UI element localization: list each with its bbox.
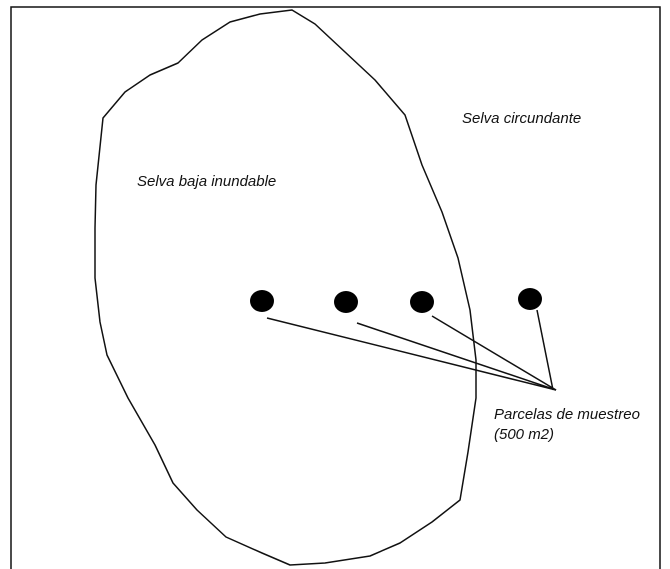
sampling-plot-3 <box>410 291 434 313</box>
label-flooded-forest: Selva baja inundable <box>137 173 277 190</box>
leader-line-3 <box>431 315 557 391</box>
label-plot-size: (500 m2) <box>494 426 555 443</box>
sampling-plot-2 <box>334 291 358 313</box>
leader-line-2 <box>356 322 557 391</box>
label-surrounding-forest: Selva circundante <box>462 110 582 127</box>
flooded-forest-boundary <box>94 9 477 566</box>
sampling-plot-1 <box>250 290 274 312</box>
leader-line-4 <box>536 309 554 391</box>
leader-line-1 <box>266 317 557 391</box>
sampling-plot-4 <box>518 288 542 310</box>
label-sampling-plots: Parcelas de muestreo <box>494 406 640 423</box>
diagram-frame <box>10 6 661 569</box>
